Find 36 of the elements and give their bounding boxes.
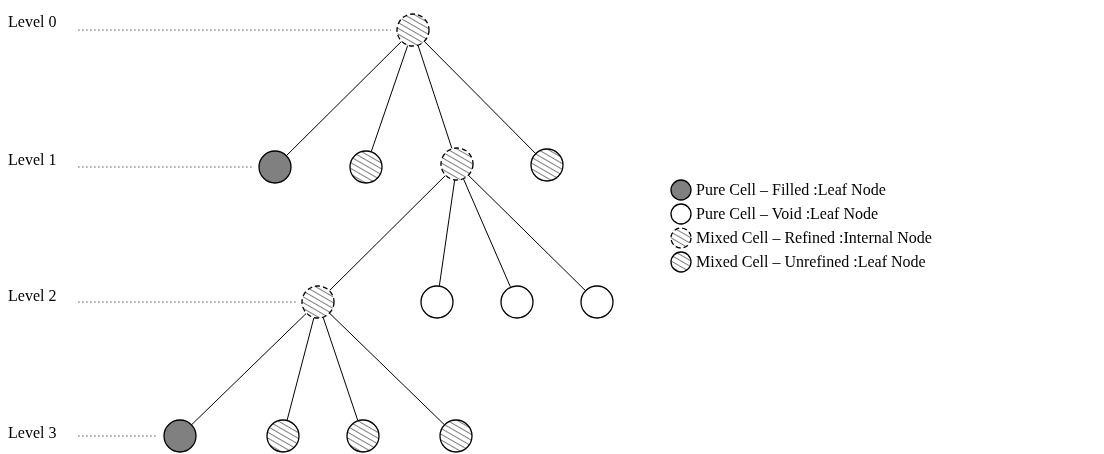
- hatched-dashed-circle: [301, 285, 335, 319]
- hatched-circle: [349, 150, 383, 184]
- legend-text: Pure Cell – Filled :Leaf Node: [696, 181, 886, 199]
- level-label: Level 3: [8, 424, 57, 442]
- connector-line: [370, 45, 409, 152]
- level-label: Level 2: [8, 287, 57, 305]
- connector-line: [438, 179, 456, 287]
- hatched-dashed-circle: [396, 13, 430, 47]
- hatched-circle: [266, 419, 300, 453]
- legend-text: Mixed Cell – Refined :Internal Node: [696, 229, 932, 247]
- filled-circle: [163, 419, 197, 453]
- connector-line: [329, 175, 446, 291]
- connector-line: [286, 41, 402, 156]
- hatched-circle: [530, 148, 564, 182]
- connector-line: [286, 317, 315, 421]
- level-label: Level 1: [8, 151, 57, 169]
- connector-line: [463, 178, 511, 288]
- connector-line: [468, 175, 586, 291]
- leader-line: [77, 29, 392, 31]
- leader-line: [77, 301, 297, 303]
- empty-circle: [420, 285, 454, 319]
- connector-line: [329, 313, 445, 425]
- hatched-circle: [439, 419, 473, 453]
- filled-circle: [258, 150, 292, 184]
- legend-text: Pure Cell – Void :Leaf Node: [696, 205, 879, 223]
- connector-line: [424, 41, 536, 154]
- hatched-circle: [346, 419, 380, 453]
- leader-line: [77, 166, 254, 168]
- level-label: Level 0: [8, 13, 57, 31]
- empty-circle: [580, 285, 614, 319]
- connector-line: [322, 317, 359, 421]
- connector-line: [191, 313, 307, 425]
- empty-circle: [500, 285, 534, 319]
- hatched-dashed-circle: [440, 147, 474, 181]
- connector-line: [417, 45, 453, 149]
- legend-text: Mixed Cell – Unrefined :Leaf Node: [696, 253, 926, 271]
